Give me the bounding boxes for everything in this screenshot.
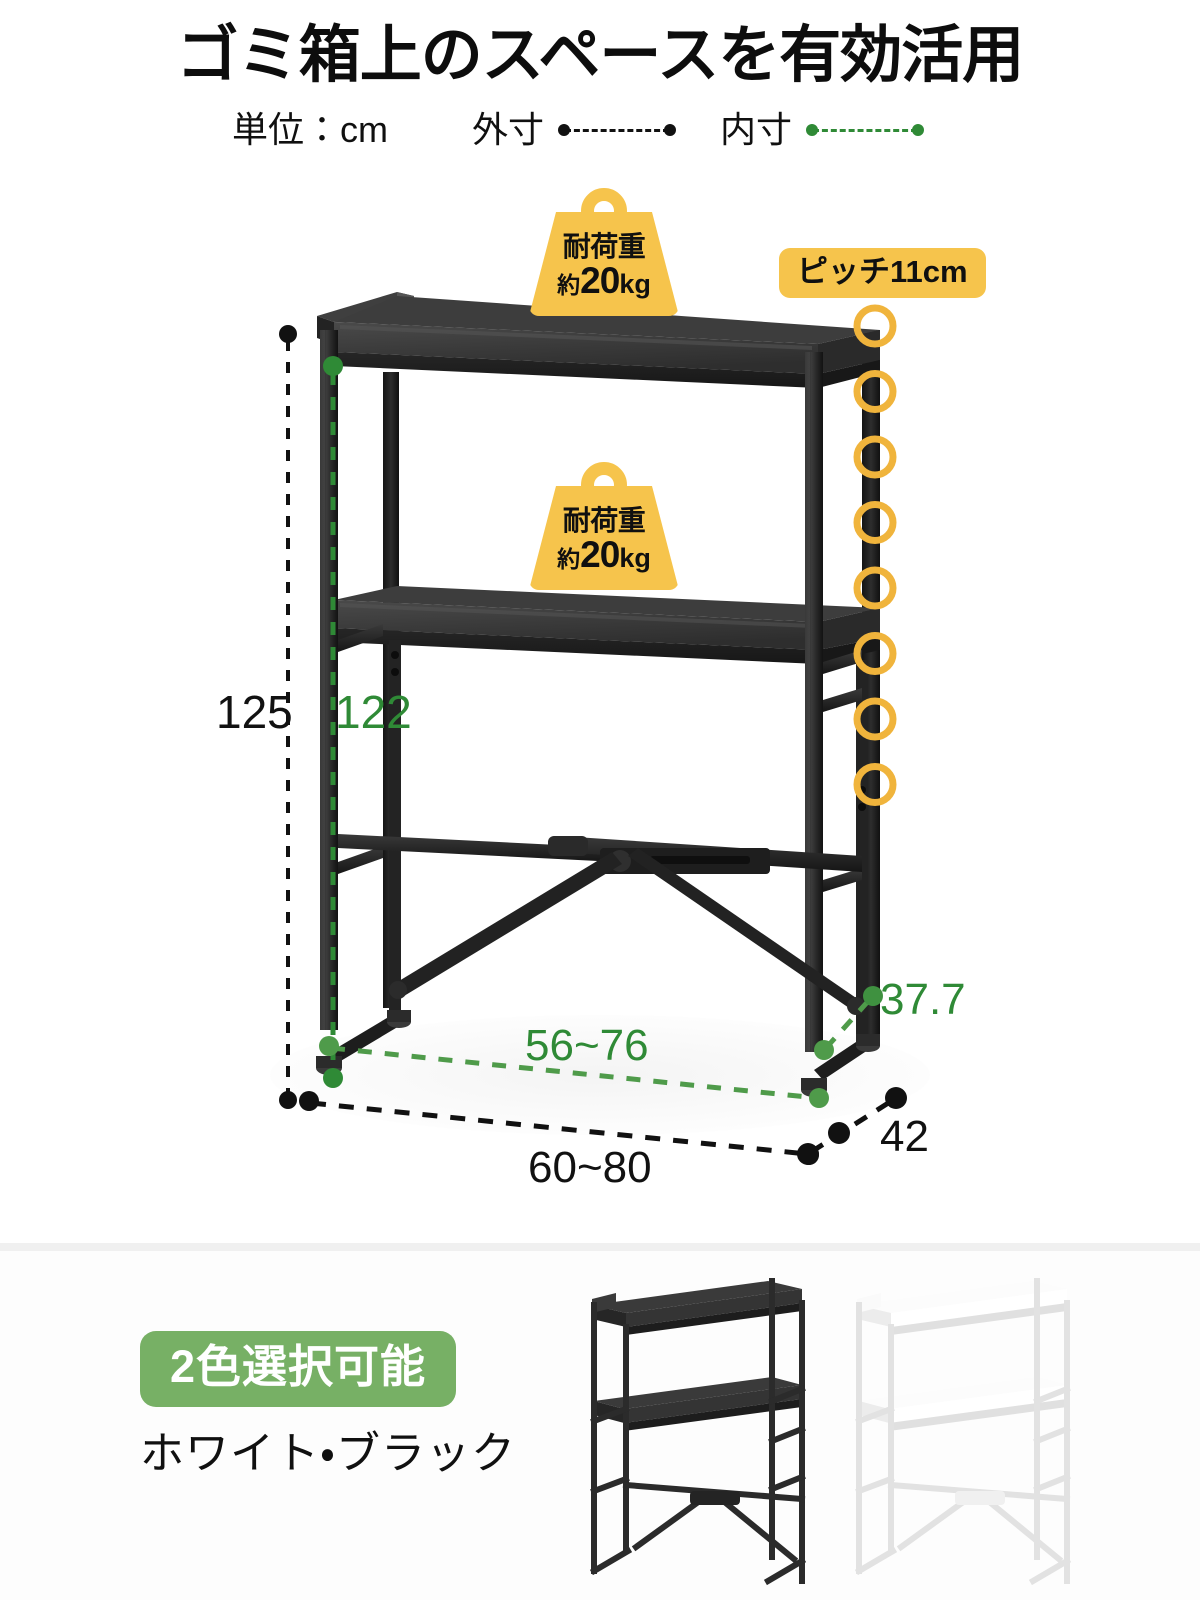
load-capacity-value-middle: 約20kg xyxy=(557,534,651,575)
legend-inner-label: 内寸 xyxy=(720,109,793,150)
pitch-hole-marker xyxy=(853,435,897,479)
pitch-hole-marker xyxy=(853,304,897,348)
pitch-hole-marker xyxy=(853,566,897,610)
legend-outer-label: 外寸 xyxy=(472,109,545,150)
dimension-depth-inner: 37.7 xyxy=(880,975,966,1024)
dimension-height-outer: 125 xyxy=(216,686,293,738)
load-capacity-value-top: 約20kg xyxy=(557,260,651,301)
legend-outer-line-icon xyxy=(558,123,677,137)
legend: 単位：cm 外寸 内寸 xyxy=(232,104,925,156)
color-options-panel: 2色選択可能 ホワイト・ブラック xyxy=(0,1251,1200,1600)
color-options-label: ホワイト・ブラック xyxy=(140,1429,516,1478)
pitch-hole-marker xyxy=(853,632,897,675)
rack-illustration xyxy=(270,292,930,1165)
weight-body-icon xyxy=(529,486,679,590)
spec-panel: ゴミ箱上のスペースを有効活用 単位：cm 外寸 内寸 xyxy=(176,21,1025,1192)
legend-unit-label: 単位：cm xyxy=(232,109,388,150)
color-count-badge: 2色選択可能 xyxy=(140,1331,457,1407)
product-thumbnail-white[interactable] xyxy=(805,1251,1105,1600)
legend-inner-line-icon xyxy=(806,123,925,137)
load-capacity-label-top: 耐荷重 xyxy=(562,231,646,262)
pitch-hole-marker xyxy=(853,370,897,413)
pitch-hole-marker xyxy=(853,697,897,741)
dimension-inner-width: 56~76 xyxy=(525,1021,649,1070)
pitch-badge: ピッチ11cm xyxy=(779,248,986,298)
dimension-outer-width: 60~80 xyxy=(528,1143,652,1192)
weight-body-icon xyxy=(529,212,679,316)
load-capacity-badge-middle: 耐荷重 約20kg xyxy=(529,462,679,590)
product-thumbnail-black[interactable] xyxy=(540,1251,840,1600)
load-capacity-label-middle: 耐荷重 xyxy=(562,505,646,536)
pitch-hole-marker xyxy=(853,763,897,806)
dimension-depth-outer: 42 xyxy=(880,1112,929,1161)
section-divider xyxy=(0,1243,1200,1251)
load-capacity-badge-top: 耐荷重 約20kg xyxy=(529,188,679,316)
pitch-hole-marker xyxy=(853,501,897,544)
dimension-height-inner: 122 xyxy=(335,686,412,738)
page-title: ゴミ箱上のスペースを有効活用 xyxy=(176,21,1025,90)
pitch-marks-group xyxy=(853,304,897,806)
